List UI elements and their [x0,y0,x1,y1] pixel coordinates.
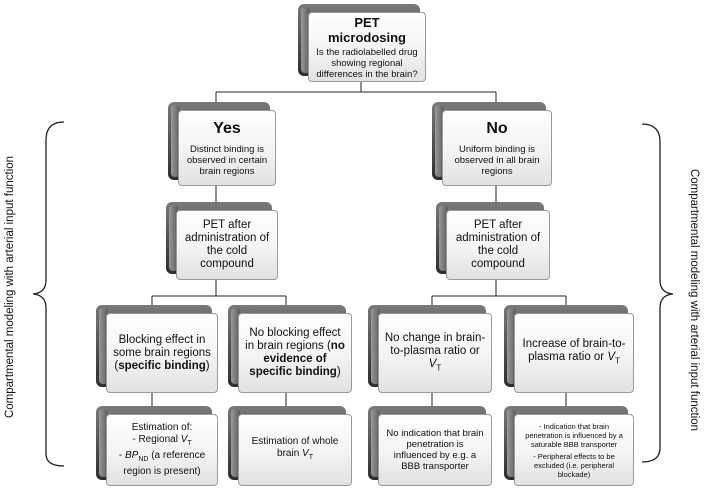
yes-title: Yes [213,119,241,137]
left-brace [32,121,65,467]
increase-text: Increase of brain-to-plasma ratio or VT [522,338,626,366]
no-change-node: No change in brain-to-plasma ratio or VT [368,305,492,393]
yes-followup-node: PET after administration of the cold com… [166,202,278,280]
yes-followup-text: PET after administration of the cold com… [184,219,270,270]
yes-node: Yes Distinct binding is observed in cert… [168,102,276,186]
blocking-node: Blocking effect in some brain regions (s… [96,305,218,393]
root-node: PET microdosing Is the radiolabelled dru… [298,4,426,82]
indication-node: - Indication that brain penetration is i… [504,406,634,486]
whole-brain-text: Estimation of whole brain VT [251,436,339,461]
no-followup-text: PET after administration of the cold com… [455,219,541,270]
yes-text: Distinct binding is observed in certain … [186,143,268,177]
left-side-label: Compartmental modeling with arterial inp… [4,155,16,419]
estimation-node: Estimation of: - Regional VT - BPND (a r… [96,406,218,486]
root-title: PET microdosing [327,14,406,45]
indication-text: - Indication that brain penetration is i… [525,421,623,479]
no-indication-text: No indication that brain penetration is … [386,428,484,472]
no-change-text: No change in brain-to-plasma ratio or VT [384,331,486,373]
increase-node: Increase of brain-to-plasma ratio or VT [504,305,634,393]
no-node: No Uniform binding is observed in all br… [432,102,552,186]
no-followup-node: PET after administration of the cold com… [436,202,550,280]
no-text: Uniform binding is observed in all brain… [454,143,540,177]
estimation-text: Estimation of: - Regional VT - BPND (a r… [118,422,206,477]
whole-brain-node: Estimation of whole brain VT [228,406,352,486]
root-question: Is the radiolabelled drug showing region… [316,46,418,80]
right-side-label: Compartmental modeling with arterial inp… [688,168,700,432]
blocking-text: Blocking effect in some brain regions (s… [113,333,211,372]
right-brace [641,123,674,463]
no-blocking-node: No blocking effect in brain regions (no … [228,305,352,393]
no-indication-node: No indication that brain penetration is … [368,406,492,486]
no-title: No [486,119,508,137]
no-blocking-text: No blocking effect in brain regions (no … [245,327,345,378]
